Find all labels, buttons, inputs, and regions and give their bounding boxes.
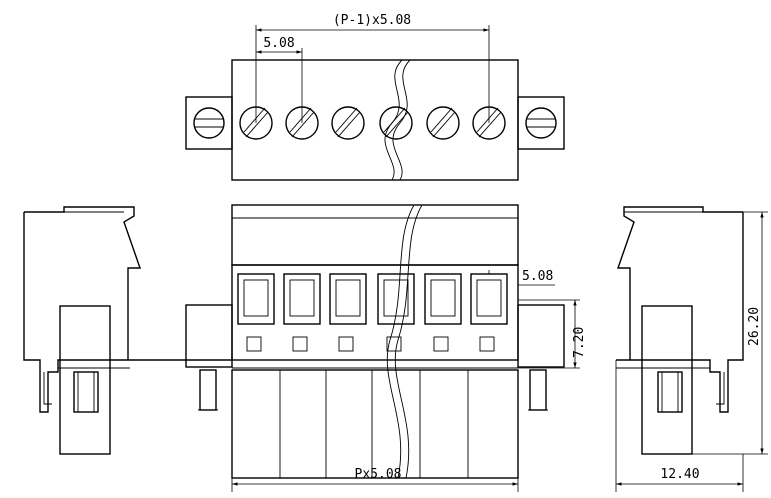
depth-label: 12.40 (660, 467, 699, 482)
end-screw-right (525, 107, 557, 139)
total-width-label: Px5.08 (355, 467, 402, 482)
end-screw-left (193, 107, 225, 139)
release-slots (246, 336, 495, 352)
left-side-view (23, 206, 232, 455)
pitch-right-label: 5.08 (522, 269, 553, 284)
pitch-span-label: (P-1)x5.08 (333, 13, 411, 28)
height-small-label: 7.20 (572, 327, 587, 358)
terminal-screws (239, 106, 506, 140)
wire-entries (237, 273, 508, 325)
height-total-label: 26.20 (747, 307, 762, 346)
right-side-view: 26.20 12.40 (615, 206, 768, 492)
top-view: (P-1)x5.08 5.08 (185, 13, 565, 181)
pitch-top-label: 5.08 (263, 36, 294, 51)
front-view: 5.08 7.20 Px5.08 (185, 204, 587, 492)
